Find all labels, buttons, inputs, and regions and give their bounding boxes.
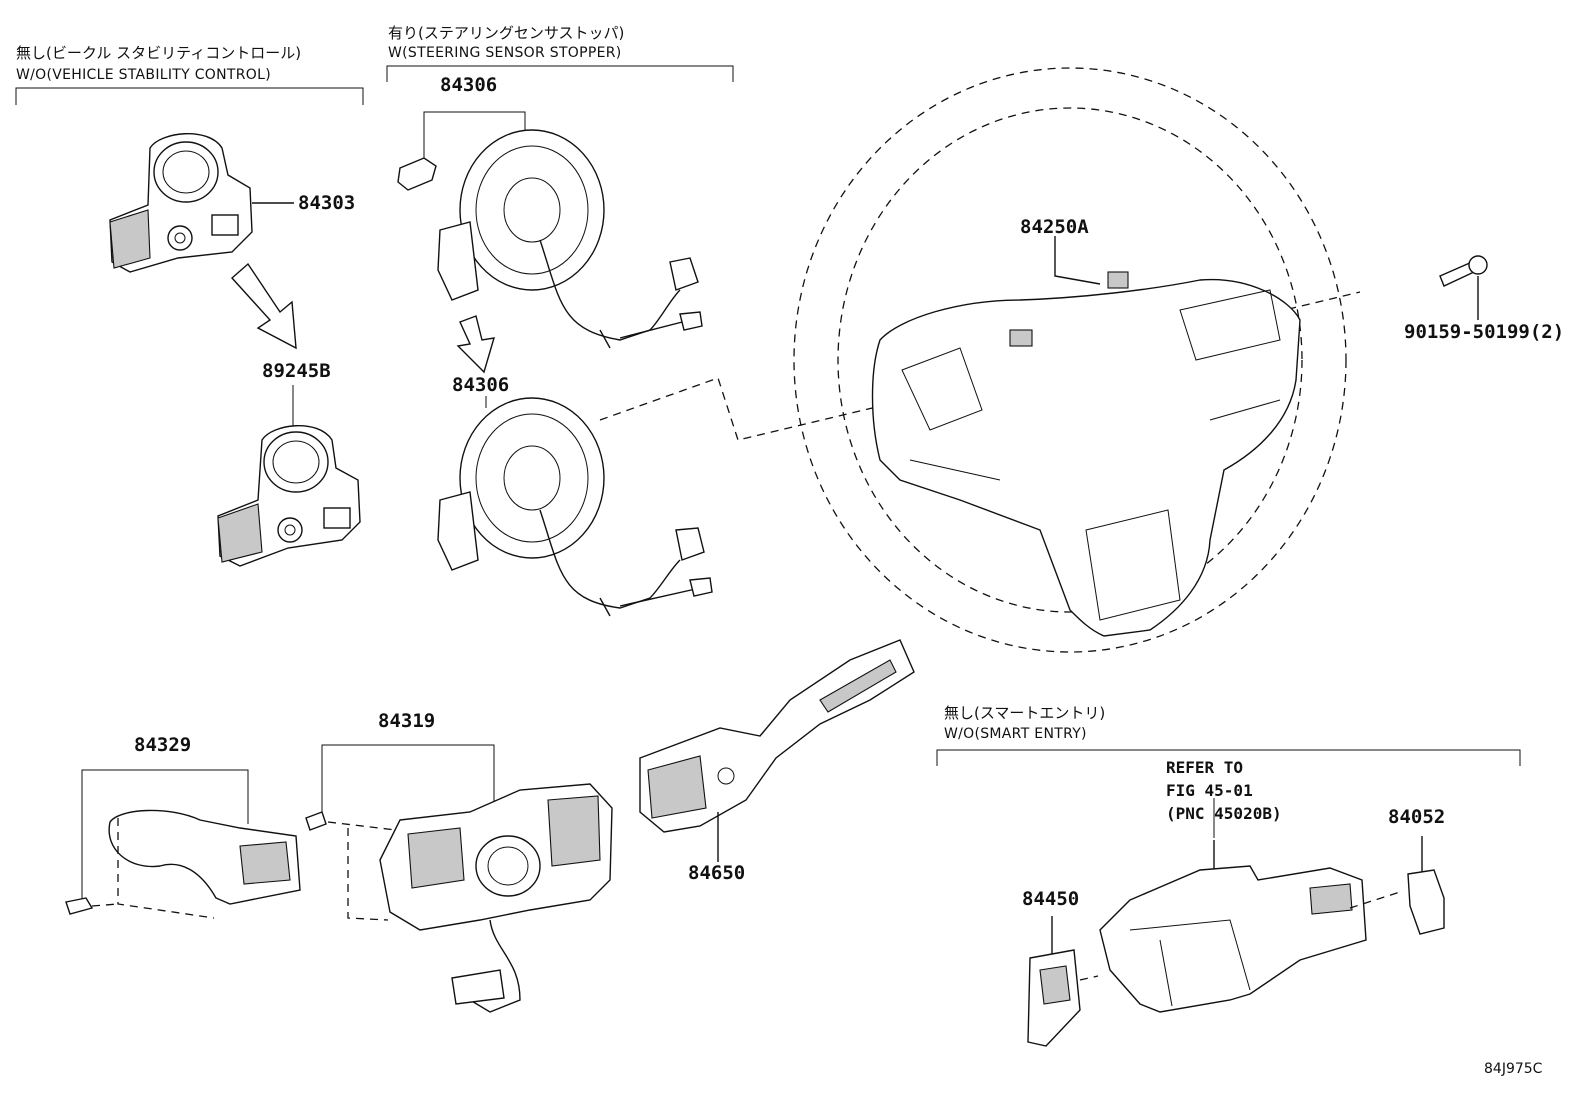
part-number-84319: 84319 (378, 710, 436, 732)
part-number-84303: 84303 (298, 192, 356, 214)
bracket-wo-vsc (15, 87, 364, 105)
switch-body-84319-drawing (305, 744, 613, 1013)
part-number-84306-lower: 84306 (452, 374, 510, 396)
bracket-wo-smart (936, 749, 1521, 766)
part-number-84250A: 84250A (1020, 216, 1089, 238)
section-label-wo-smart-en: W/O(SMART ENTRY) (944, 726, 1087, 742)
spiral-cable-84306-upper-drawing (397, 111, 703, 349)
ignition-housing-drawing (1099, 840, 1401, 1013)
part-number-84450: 84450 (1022, 888, 1080, 910)
section-label-wo-vsc-jp: 無し(ビークル スタビリティコントロール) (16, 44, 302, 62)
switch-84329-drawing (65, 769, 301, 919)
part-number-84052: 84052 (1388, 806, 1446, 828)
replacement-arrow-icon (231, 262, 297, 350)
part-number-89245B: 89245B (262, 360, 331, 382)
replacement-arrow-icon-2 (456, 315, 495, 374)
section-label-wo-smart-jp: 無し(スマートエントリ) (944, 704, 1106, 722)
part-number-84650: 84650 (688, 862, 746, 884)
figure-code: 84J975C (1484, 1061, 1543, 1077)
steering-sensor-84303-drawing (109, 133, 294, 273)
bolt-90159-drawing (1439, 255, 1488, 320)
part-number-84329: 84329 (134, 734, 192, 756)
steering-sensor-89245B-drawing (217, 385, 361, 567)
steering-wheel-84250A-drawing (793, 67, 1347, 653)
section-label-w-sensor-jp: 有り(ステアリングセンサストッパ) (388, 24, 625, 42)
switch-84650-drawing (639, 639, 915, 862)
sensor-84052-drawing (1407, 836, 1445, 935)
section-label-wo-vsc-en: W/O(VEHICLE STABILITY CONTROL) (16, 67, 271, 83)
part-number-84306-upper: 84306 (440, 74, 498, 96)
section-label-w-sensor-en: W(STEERING SENSOR STOPPER) (388, 45, 622, 61)
bracket-w-sensor (386, 65, 734, 82)
spiral-cable-84306-lower-drawing (437, 396, 713, 617)
part-number-90159-50199: 90159-50199(2) (1404, 321, 1565, 343)
switch-84450-drawing (1027, 916, 1099, 1047)
reference-note: REFER TO FIG 45-01 (PNC 45020B) (1166, 758, 1282, 824)
